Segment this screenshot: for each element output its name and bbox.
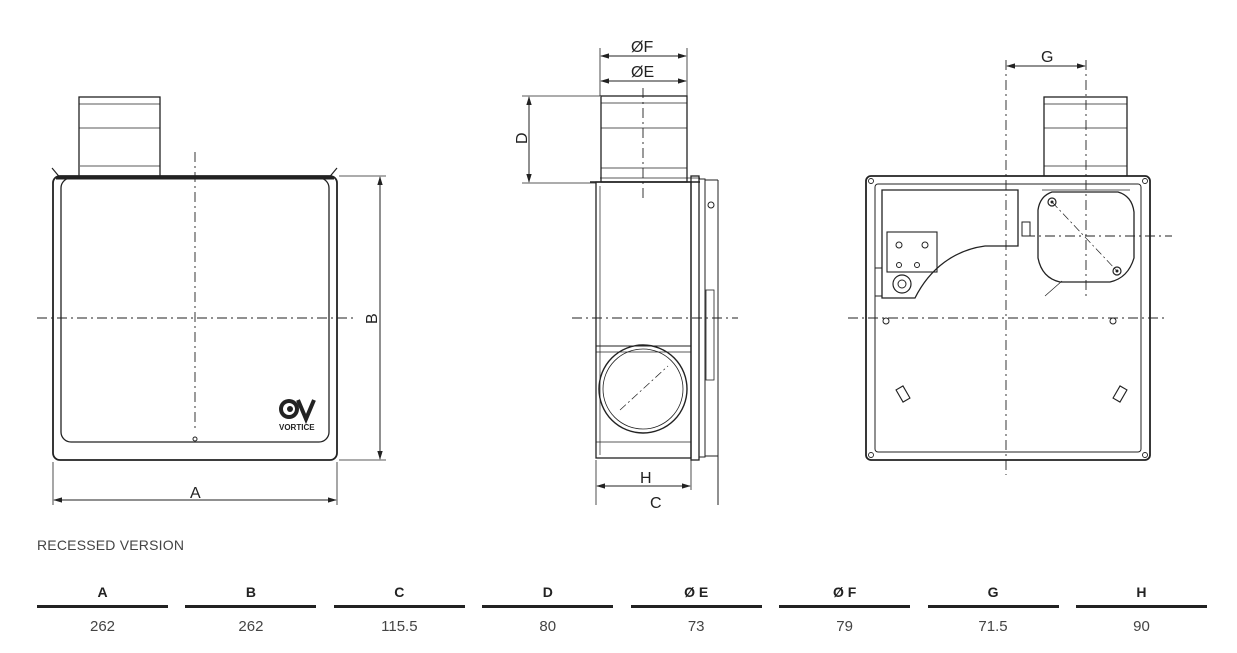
spec-value: 79 xyxy=(836,618,853,635)
spec-col-c: C 115.5 xyxy=(333,584,465,635)
spec-col-d: D 80 xyxy=(482,584,614,635)
spec-value: 80 xyxy=(539,618,557,635)
side-view xyxy=(522,48,738,505)
spec-value: 262 xyxy=(238,618,264,635)
spec-header: B xyxy=(185,584,317,608)
spec-header: Ø F xyxy=(779,584,911,608)
version-label: RECESSED VERSION xyxy=(37,537,185,553)
spec-col-f: Ø F 79 xyxy=(779,584,911,635)
spec-col-a: A 262 xyxy=(37,584,168,635)
spec-value: 115.5 xyxy=(381,618,418,635)
spec-header: H xyxy=(1075,584,1207,608)
rear-view xyxy=(848,60,1172,475)
vortice-logo xyxy=(279,399,316,425)
spec-header: G xyxy=(927,584,1059,608)
rear-spigot xyxy=(1043,96,1128,178)
spec-value: 262 xyxy=(89,618,116,635)
spec-table: A 262 B 262 C 115.5 D 80 Ø E 73 Ø F 79 G… xyxy=(37,584,1207,635)
spec-col-b: B 262 xyxy=(185,584,317,635)
front-spigot xyxy=(78,96,161,178)
spec-header: A xyxy=(37,584,168,608)
side-spigot xyxy=(600,95,688,183)
side-round-outlet xyxy=(598,344,688,434)
front-view xyxy=(37,96,386,505)
spec-header: Ø E xyxy=(630,584,762,608)
dim-e-label: ØE xyxy=(631,64,654,81)
spec-value: 73 xyxy=(687,618,705,635)
spec-value: 71.5 xyxy=(978,618,1008,635)
spec-col-e: Ø E 73 xyxy=(630,584,762,635)
logo-text: VORTICE xyxy=(279,423,315,432)
technical-drawing: VORTICE A B xyxy=(37,39,1172,512)
rear-fan-outlet xyxy=(1037,191,1135,283)
spec-header: C xyxy=(333,584,465,608)
spec-header: D xyxy=(482,584,614,608)
dim-g-label: G xyxy=(1041,49,1053,66)
rear-motor-block xyxy=(881,189,1019,299)
spec-col-h: H 90 xyxy=(1075,584,1207,635)
dim-a-label: A xyxy=(190,485,201,502)
dim-h-label: H xyxy=(640,470,652,487)
dim-d-label: D xyxy=(514,132,531,144)
spec-value: 90 xyxy=(1133,618,1150,635)
dim-b-label: B xyxy=(364,313,381,324)
dim-c-label: C xyxy=(650,495,662,512)
spec-col-g: G 71.5 xyxy=(927,584,1059,635)
dim-f-label: ØF xyxy=(631,39,653,56)
